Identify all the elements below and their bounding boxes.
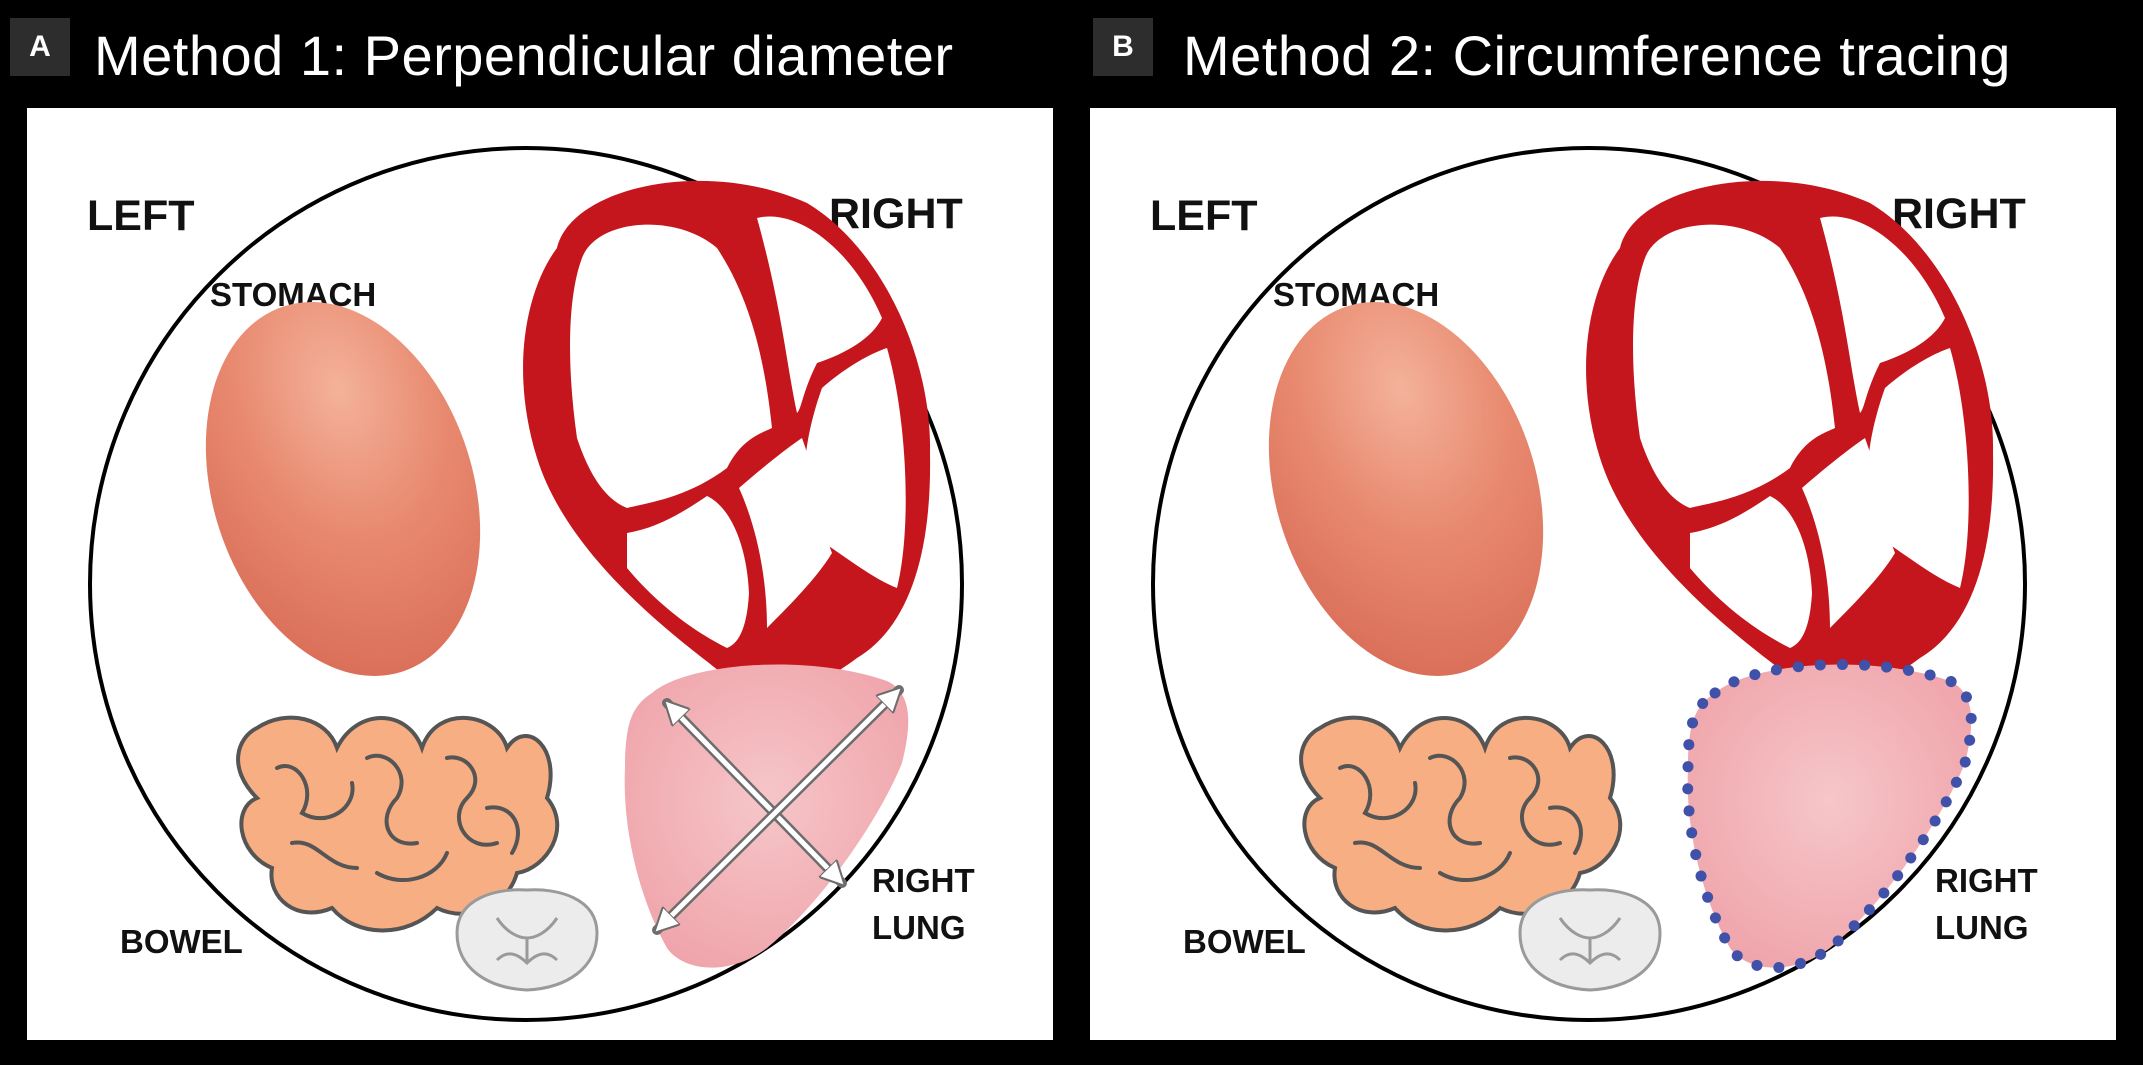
diagram-canvas: LEFT RIGHT STOMACH BOWEL RIGHT LUNG bbox=[87, 146, 975, 1022]
panel-badge: A bbox=[10, 18, 70, 76]
right-label: RIGHT bbox=[829, 190, 963, 238]
panel-badge: B bbox=[1093, 18, 1153, 76]
panel-title: Method 2: Circumference tracing bbox=[1183, 24, 2011, 87]
diagram-canvas: LEFT RIGHT STOMACH BOWEL RIGHT LUNG bbox=[1150, 146, 2038, 1022]
right-lung-label-line1: RIGHT bbox=[872, 862, 975, 899]
stomach-organ bbox=[1268, 302, 1544, 676]
panel-b: B Method 2: Circumference tracing LEFT R… bbox=[1083, 0, 2143, 1065]
circumference-trace-dots bbox=[1682, 659, 1977, 973]
heart-chambers bbox=[1586, 180, 1994, 691]
panel-title: Method 1: Perpendicular diameter bbox=[94, 24, 954, 87]
bowel-label: BOWEL bbox=[1183, 923, 1306, 960]
left-label: LEFT bbox=[87, 192, 194, 240]
right-lung-label-line1: RIGHT bbox=[1935, 862, 2038, 899]
perpendicular-diameter-arrows bbox=[652, 685, 904, 935]
stomach-organ bbox=[205, 302, 481, 676]
panel-a: A Method 1: Perpendicular diameter LEFT bbox=[0, 0, 1071, 1065]
diagram-frame: LEFT RIGHT STOMACH BOWEL RIGHT LUNG bbox=[1090, 108, 2116, 1040]
bowel-loops bbox=[236, 715, 560, 933]
diagram-frame: LEFT RIGHT STOMACH BOWEL RIGHT LUNG bbox=[27, 108, 1053, 1040]
vertebra bbox=[455, 888, 599, 992]
heart-chambers bbox=[523, 180, 931, 691]
right-lung-label-line2: LUNG bbox=[1935, 909, 2029, 946]
right-lung bbox=[1687, 664, 1972, 968]
right-label: RIGHT bbox=[1892, 190, 2026, 238]
right-lung-label-line2: LUNG bbox=[872, 909, 966, 946]
vertebra bbox=[1518, 888, 1662, 992]
bowel-label: BOWEL bbox=[120, 923, 243, 960]
bowel-loops bbox=[1299, 715, 1623, 933]
left-label: LEFT bbox=[1150, 192, 1257, 240]
